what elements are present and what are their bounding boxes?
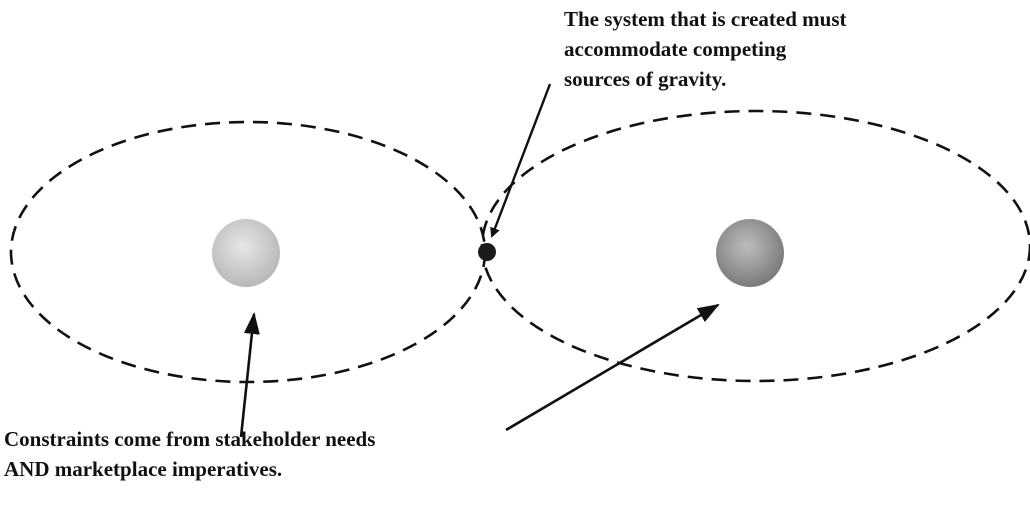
system-annotation-line-1: The system that is created must [564, 7, 847, 31]
right-body-arrow [505, 303, 720, 432]
right-gravity-body [716, 219, 784, 287]
system-annotation-line-2: accommodate competing [564, 37, 787, 61]
system-node [478, 243, 496, 261]
system-annotation-line-3: sources of gravity. [564, 67, 727, 91]
system-annotation: The system that is created must accommod… [564, 4, 847, 94]
left-body-arrow [239, 312, 260, 438]
constraints-annotation-line-1: Constraints come from stakeholder needs [4, 427, 376, 451]
left-gravity-body [212, 219, 280, 287]
system-arrow [490, 83, 552, 238]
constraints-annotation: Constraints come from stakeholder needs … [4, 424, 375, 484]
constraints-annotation-line-2: AND marketplace imperatives. [4, 457, 283, 481]
